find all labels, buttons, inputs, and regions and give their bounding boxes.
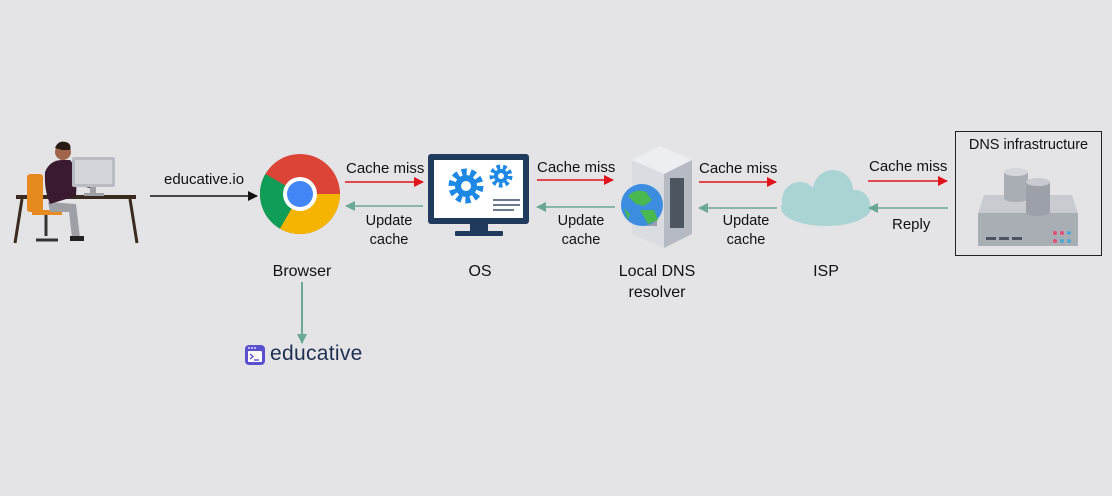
- browser-label: Browser: [272, 263, 332, 280]
- cache-miss-label-3: Cache miss: [699, 160, 778, 177]
- update-cache-label-2-line-1: Update: [557, 213, 605, 229]
- cache-miss-label-2: Cache miss: [537, 159, 616, 176]
- update-cache-label-2-line-2: cache: [561, 232, 601, 248]
- cache-miss-label-4: Cache miss: [869, 158, 948, 175]
- update-cache-label-3: Update cache: [723, 212, 770, 250]
- educative-logo-icon: [245, 345, 265, 365]
- user-request-label: educative.io: [164, 171, 245, 188]
- update-cache-label-3-line-1: Update: [722, 213, 770, 229]
- reply-label: Reply: [892, 216, 931, 233]
- dns-infrastructure-servers-icon: [978, 168, 1078, 246]
- cache-miss-label-1: Cache miss: [346, 160, 425, 177]
- local-dns-resolver-label-line-1: Local DNS: [618, 263, 696, 280]
- dns-infrastructure-box: DNS infrastructure: [955, 131, 1102, 256]
- os-monitor-icon: [428, 154, 529, 236]
- update-cache-label-1-line-2: cache: [369, 232, 409, 248]
- update-cache-label-3-line-2: cache: [726, 232, 766, 248]
- user-at-computer-icon: [13, 141, 139, 244]
- isp-label: ISP: [813, 263, 839, 280]
- update-cache-label-1: Update cache: [366, 212, 413, 250]
- isp-cloud-icon: [781, 170, 871, 226]
- browser-icon: [260, 154, 340, 234]
- update-cache-label-2: Update cache: [558, 212, 605, 250]
- dns-resolver-server-icon: [621, 146, 692, 248]
- local-dns-resolver-label-line-2: resolver: [628, 284, 686, 301]
- local-dns-resolver-label: Local DNS resolver: [619, 261, 695, 303]
- update-cache-label-1-line-1: Update: [365, 213, 413, 229]
- dns-infrastructure-label: DNS infrastructure: [968, 137, 1089, 153]
- os-label: OS: [468, 263, 492, 280]
- educative-logo-text: educative: [270, 342, 363, 365]
